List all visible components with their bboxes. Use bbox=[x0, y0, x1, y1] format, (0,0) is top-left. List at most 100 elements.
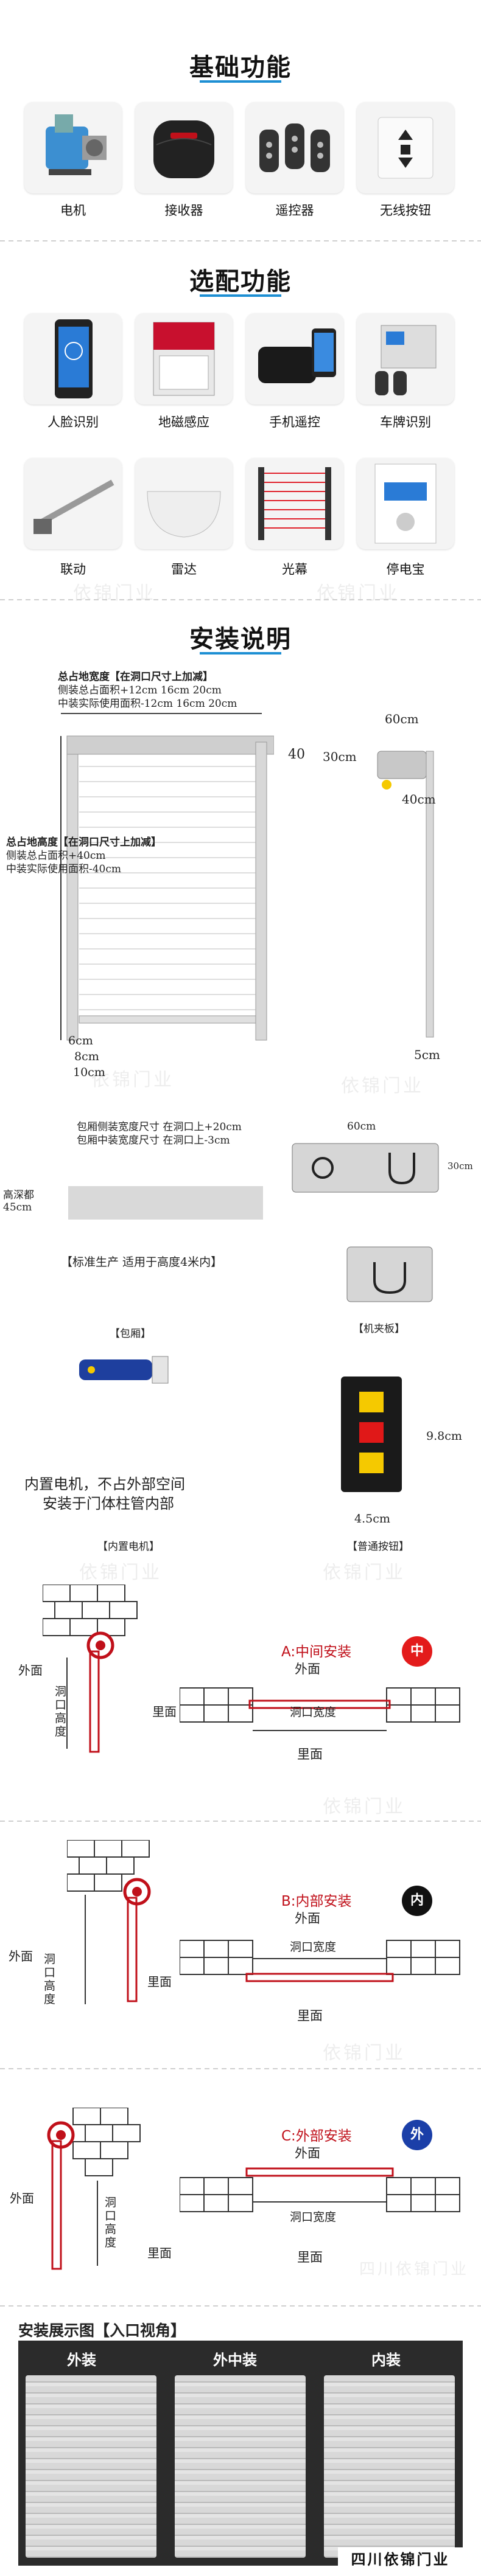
wall-diagram-top bbox=[180, 1687, 460, 1731]
receiver-icon bbox=[153, 120, 214, 178]
basic-label-wireless: 无线按钮 bbox=[380, 203, 431, 218]
mode-c-badge-text: 外 bbox=[410, 2127, 424, 2142]
geomagnetic-icon bbox=[153, 322, 215, 396]
side-cover-label: 侧装总占面积+12cm 16cm 20cm bbox=[58, 684, 222, 696]
mode-b-badge: 内 bbox=[402, 1886, 432, 1916]
watermark: 依锦门业 bbox=[341, 1075, 424, 1097]
mode-b-badge-text: 内 bbox=[410, 1893, 424, 1908]
bracket-30-label: 30cm bbox=[448, 1161, 473, 1172]
mode-a-inside-side: 里面 bbox=[152, 1704, 177, 1719]
showcase-panel-outer bbox=[26, 2375, 156, 2558]
mode-b-inside-side: 里面 bbox=[147, 1974, 172, 1989]
side-30-label: 30cm bbox=[323, 749, 357, 764]
basic-label-remote: 遥控器 bbox=[275, 203, 314, 218]
watermark: 依锦门业 bbox=[91, 1069, 174, 1091]
title-underline bbox=[200, 652, 281, 654]
radar-icon bbox=[147, 491, 221, 538]
showcase-label-inner: 内装 bbox=[371, 2352, 401, 2369]
shutter-slats bbox=[324, 2375, 455, 2558]
linkage-icon bbox=[33, 479, 114, 534]
mode-c-outside: 外面 bbox=[295, 2146, 320, 2161]
watermark: 依锦门业 bbox=[323, 1562, 406, 1583]
bracket-caption: 【机夹板】 bbox=[353, 1323, 405, 1335]
door-frame-diagram bbox=[60, 735, 274, 1041]
light-curtain-icon bbox=[258, 467, 331, 540]
mode-a-height-label: 洞口高度 bbox=[55, 1685, 67, 1738]
optional-label-phone: 手机遥控 bbox=[269, 415, 320, 429]
wall-diagram-top bbox=[180, 1940, 460, 1982]
box-height-label: 高深都 bbox=[3, 1189, 34, 1201]
box-height-value: 45cm bbox=[3, 1201, 32, 1213]
basic-title: 基础功能 bbox=[189, 54, 292, 82]
remote-icon bbox=[259, 123, 330, 172]
button-caption: 【普通按钮】 bbox=[347, 1541, 409, 1553]
optional-thumb-radar bbox=[135, 458, 233, 549]
tube-motor-diagram bbox=[79, 1356, 169, 1384]
watermark: 依锦门业 bbox=[323, 1796, 406, 1817]
mode-c-width-label: 洞口宽度 bbox=[290, 2210, 337, 2224]
mode-c-height-label: 洞口高度 bbox=[105, 2196, 117, 2249]
shutter-slats bbox=[175, 2375, 306, 2558]
wall-diagram-side bbox=[47, 2108, 141, 2270]
motor-icon bbox=[46, 114, 107, 175]
mode-b-title: B:内部安装 bbox=[281, 1894, 352, 1909]
total-width-label: 总占地宽度【在洞口尺寸上加减】 bbox=[58, 671, 213, 683]
wall-diagram-side bbox=[67, 1840, 151, 2004]
wall-diagram-top bbox=[180, 2167, 460, 2212]
box-caption: 【包厢】 bbox=[110, 1328, 151, 1340]
motor-text-1: 内置电机，不占外部空间 bbox=[24, 1476, 185, 1493]
power-backup-icon bbox=[374, 463, 437, 544]
basic-thumb-motor bbox=[24, 102, 122, 193]
plate-recognition-icon bbox=[375, 325, 437, 395]
motor-caption: 【内置电机】 bbox=[97, 1541, 160, 1553]
mode-c-inside: 里面 bbox=[297, 2250, 323, 2265]
mode-a-badge-text: 中 bbox=[410, 1644, 424, 1659]
showcase-panel-middle bbox=[175, 2375, 306, 2558]
optional-label-linkage: 联动 bbox=[60, 562, 86, 577]
optional-label-geomag: 地磁感应 bbox=[158, 415, 209, 429]
divider bbox=[0, 2305, 481, 2307]
showcase-label-middle: 外中装 bbox=[213, 2352, 257, 2369]
basic-label-motor: 电机 bbox=[60, 203, 86, 218]
basic-thumb-wireless bbox=[357, 102, 454, 193]
divider bbox=[0, 1821, 481, 1822]
bracket-60-label: 60cm bbox=[347, 1120, 376, 1133]
mid-height-label: 中装实际使用面积-40cm bbox=[6, 863, 122, 875]
mode-b-outside: 外面 bbox=[295, 1911, 320, 1926]
mode-c-outside-side: 外面 bbox=[10, 2191, 34, 2206]
button-h-label: 9.8cm bbox=[426, 1429, 462, 1443]
mode-a-title: A:中间安装 bbox=[281, 1644, 352, 1660]
basic-label-receiver: 接收器 bbox=[164, 203, 203, 218]
watermark: 依锦门业 bbox=[323, 2043, 406, 2064]
side-5-label: 5cm bbox=[414, 1047, 440, 1062]
title-underline bbox=[200, 80, 281, 83]
dim-40-label: 40 bbox=[288, 747, 305, 762]
divider bbox=[0, 2068, 481, 2069]
watermark: 依锦门业 bbox=[317, 583, 399, 604]
basic-thumb-remote bbox=[246, 102, 343, 193]
install-title: 安装说明 bbox=[189, 625, 292, 653]
face-recognition-icon bbox=[55, 319, 93, 398]
mode-c-inside-side: 里面 bbox=[147, 2246, 172, 2260]
mode-c-badge: 外 bbox=[402, 2120, 432, 2150]
mid-use-label: 中装实际使用面积-12cm 16cm 20cm bbox=[58, 698, 237, 710]
box-rect bbox=[68, 1186, 263, 1220]
mode-b-width-label: 洞口宽度 bbox=[290, 1940, 337, 1954]
watermark: 依锦门业 bbox=[73, 583, 156, 604]
optional-thumb-curtain bbox=[246, 458, 343, 549]
showcase-title: 安装展示图【入口视角】 bbox=[18, 2322, 186, 2339]
button-w-label: 4.5cm bbox=[354, 1512, 390, 1526]
width-dimension-line bbox=[61, 713, 262, 714]
optional-thumb-plate bbox=[357, 313, 454, 404]
watermark: 四川依锦门业 bbox=[359, 2260, 469, 2279]
wall-diagram-side bbox=[43, 1585, 138, 1753]
optional-label-curtain: 光幕 bbox=[282, 562, 307, 577]
total-height-label: 总占地高度【在洞口尺寸上加减】 bbox=[6, 836, 161, 849]
watermark: 依锦门业 bbox=[79, 1562, 162, 1583]
standard-label: 【标准生产 适用于高度4米内】 bbox=[61, 1255, 223, 1269]
dim-10-label: 10cm bbox=[73, 1066, 105, 1079]
basic-thumb-receiver bbox=[135, 102, 233, 193]
optional-label-power: 停电宝 bbox=[386, 562, 425, 577]
optional-title: 选配功能 bbox=[189, 268, 292, 296]
optional-thumb-geomag bbox=[135, 313, 233, 404]
